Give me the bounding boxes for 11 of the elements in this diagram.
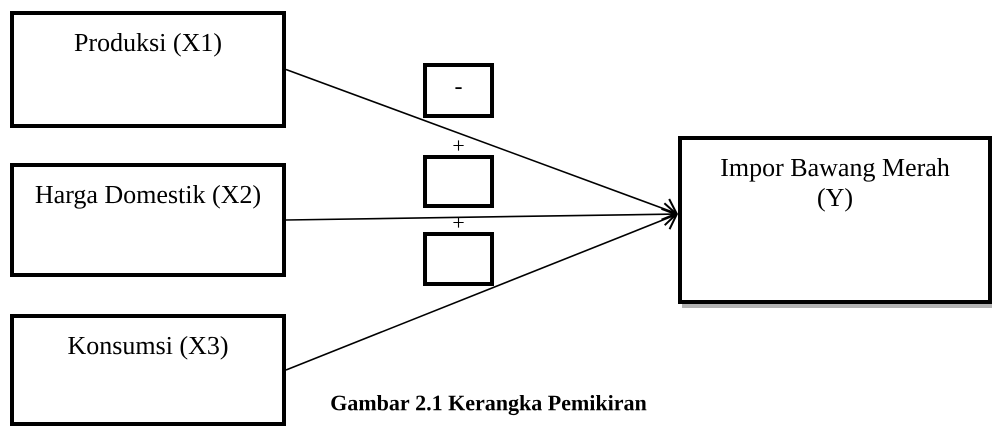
sign-label: + — [453, 140, 464, 151]
variable-box: Produksi (X1) — [10, 11, 286, 128]
target-box: Impor Bawang Merah (Y) — [678, 136, 992, 308]
variable-box: Konsumsi (X3) — [10, 314, 286, 426]
arrow — [286, 208, 678, 371]
arrow — [286, 202, 678, 226]
variable-box: Harga Domestik (X2) — [10, 163, 286, 277]
arrow — [286, 68, 678, 221]
sign-box: - — [423, 63, 494, 118]
sign-label: + — [453, 217, 464, 228]
caption: Gambar 2.1 Kerangka Pemikiran — [331, 394, 646, 416]
